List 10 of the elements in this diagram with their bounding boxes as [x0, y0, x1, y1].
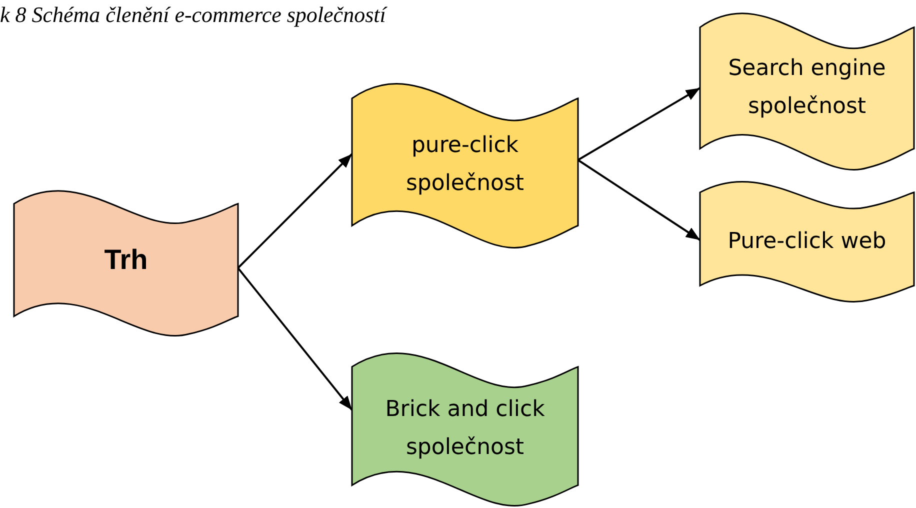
arrow — [577, 159, 701, 241]
node-label: Search engine společnost — [727, 55, 887, 121]
figure-title: k 8 Schéma členění e-commerce společností — [0, 2, 386, 28]
node-label: Brick and click společnost — [384, 396, 546, 462]
arrow — [578, 87, 700, 161]
node-label: Pure-click web — [726, 228, 888, 256]
arrow — [237, 153, 353, 269]
node-label: pure-click společnost — [404, 132, 526, 198]
arrow — [237, 267, 353, 411]
node-label: Trh — [103, 244, 149, 276]
